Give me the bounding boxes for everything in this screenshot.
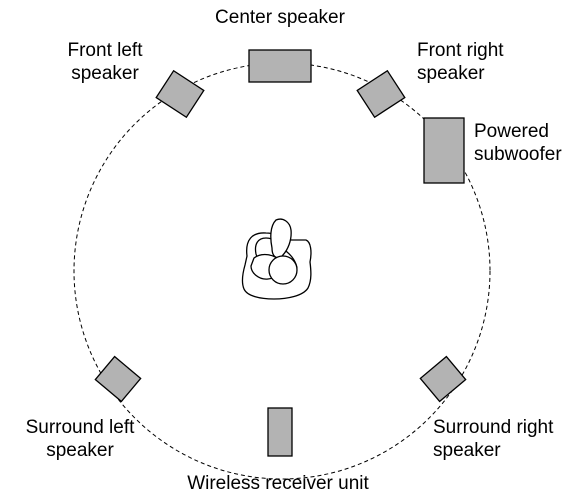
front-right-label-line2: speaker — [417, 63, 485, 84]
front-right-speaker — [356, 69, 406, 119]
subwoofer-label-line2: subwoofer — [474, 144, 562, 165]
surround-left-label-line2: speaker — [46, 440, 114, 461]
center-speaker — [248, 49, 312, 83]
surround-right-label-line1: Surround right — [433, 417, 554, 438]
front-left-label-line2: speaker — [71, 63, 139, 84]
front-left-label-line1: Front left — [68, 40, 144, 61]
subwoofer-label-line1: Powered — [474, 121, 549, 142]
center-speaker-label: Center speaker — [215, 7, 346, 28]
surround-right-speaker — [419, 355, 467, 403]
surround-left-label-line1: Surround left — [26, 417, 136, 438]
front-right-label-line1: Front right — [417, 40, 504, 61]
front-left-speaker — [155, 69, 205, 119]
wireless-receiver-label: Wireless receiver unit — [187, 473, 369, 494]
surround-left-speaker — [94, 355, 142, 403]
wireless-receiver-unit — [267, 407, 293, 457]
listener-icon — [241, 218, 312, 300]
surround-right-label-line2: speaker — [433, 440, 501, 461]
powered-subwoofer — [423, 117, 465, 184]
placement-circle — [73, 62, 491, 480]
